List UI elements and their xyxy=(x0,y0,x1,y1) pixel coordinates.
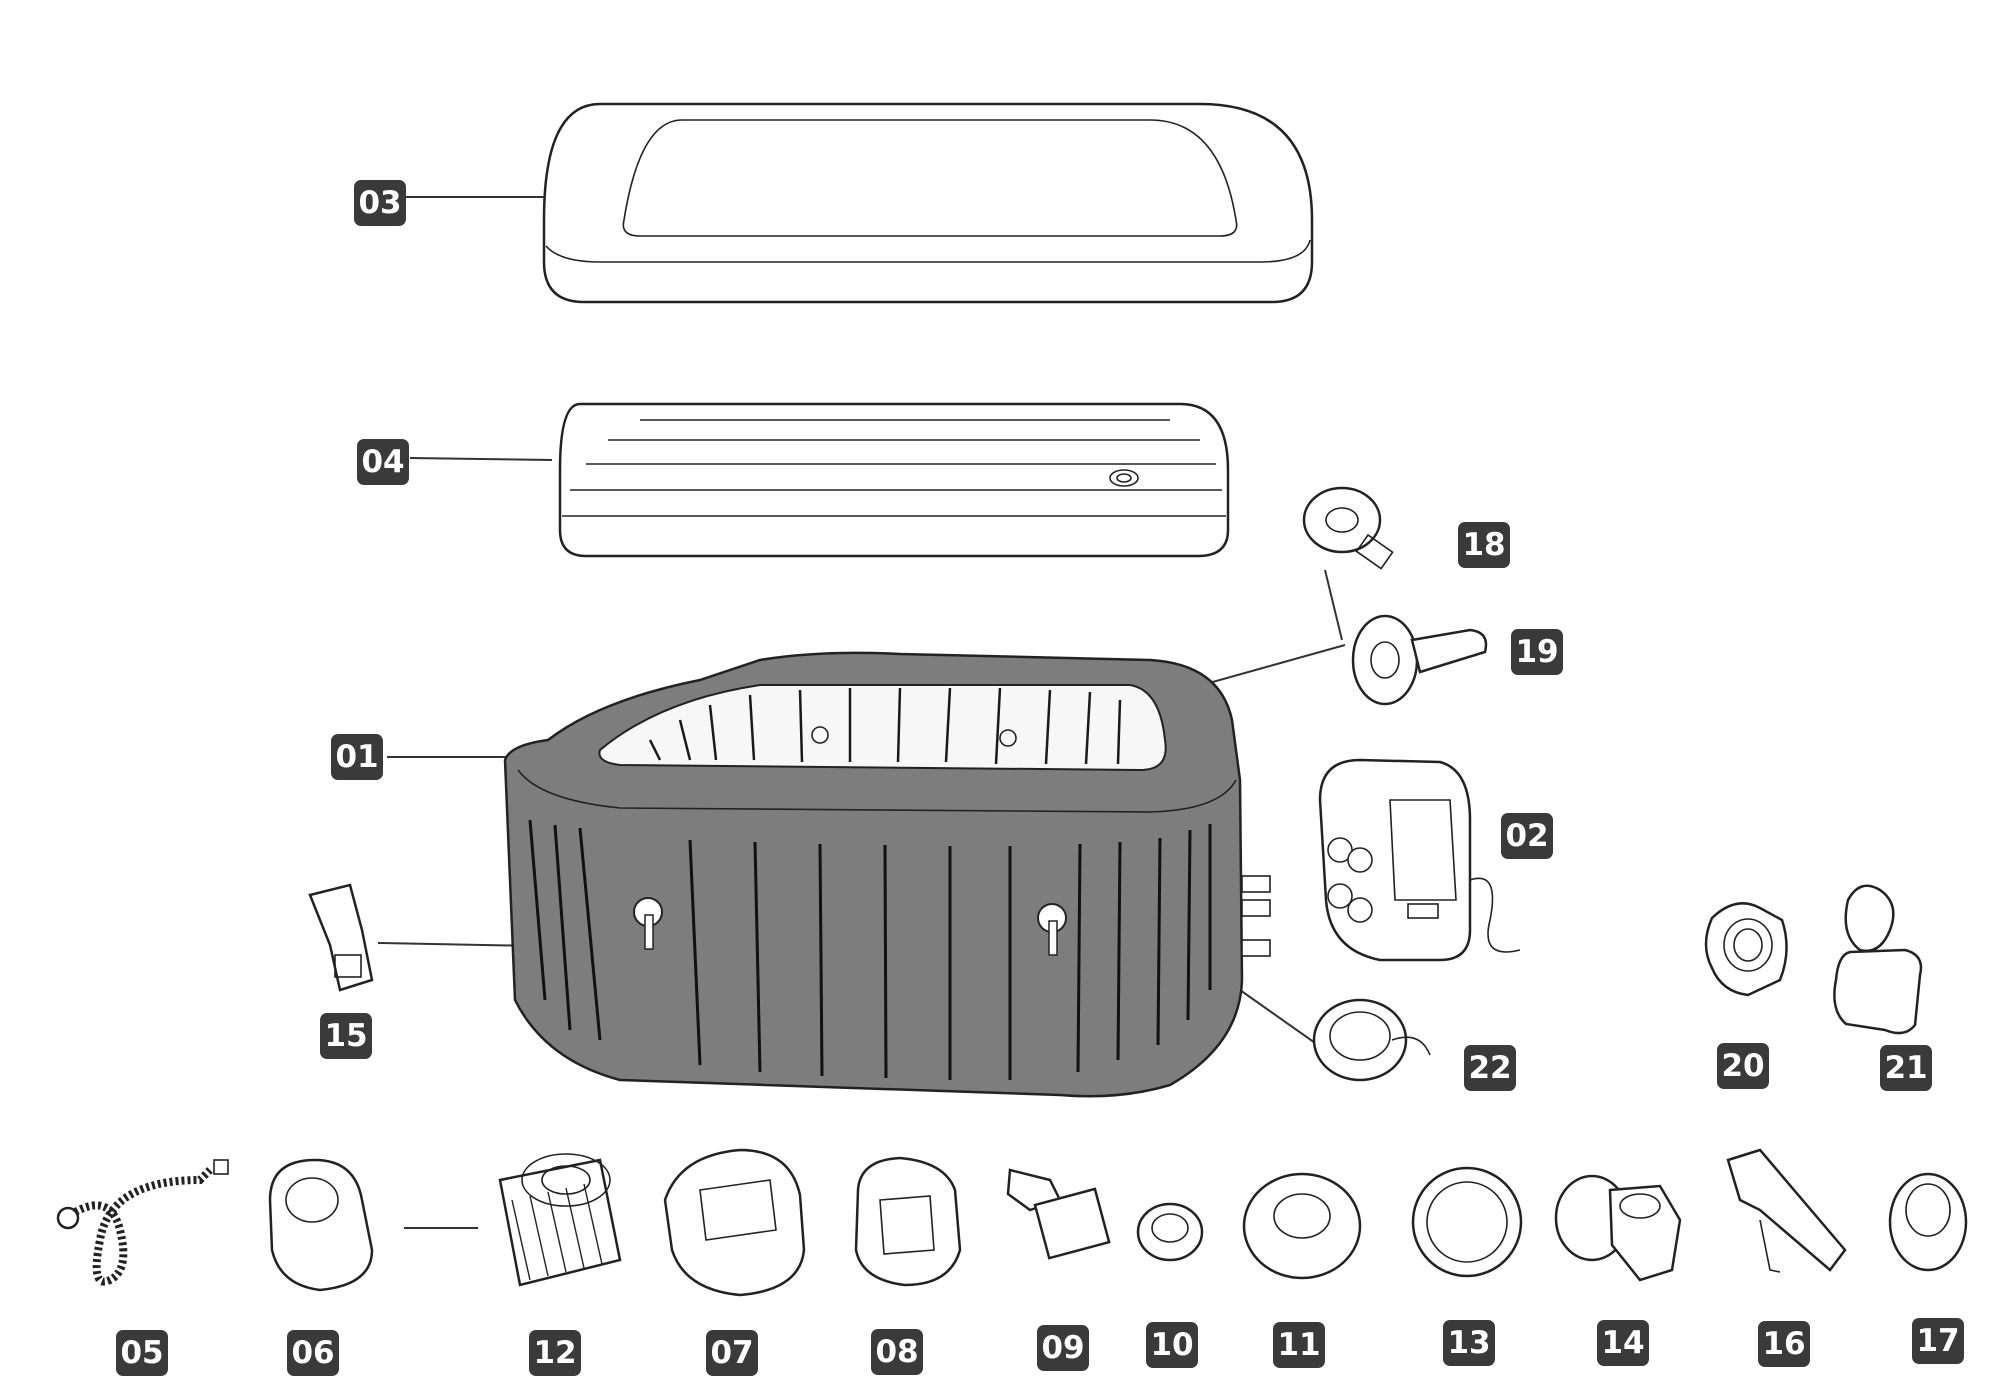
valve-elbow-14-part xyxy=(1554,1174,1682,1282)
badge-04-label: 04 xyxy=(361,444,404,480)
connector-09-part xyxy=(1006,1168,1111,1260)
badge-13: 13 xyxy=(1443,1320,1495,1366)
badge-10: 10 xyxy=(1146,1322,1198,1368)
badge-03-label: 03 xyxy=(358,185,401,221)
filter-housing-06-part xyxy=(268,1158,374,1292)
badge-17: 17 xyxy=(1912,1318,1964,1364)
spa-body-part xyxy=(503,651,1271,1098)
jet-nozzle-left xyxy=(811,726,829,744)
badge-20: 20 xyxy=(1717,1043,1769,1089)
badge-14-label: 14 xyxy=(1601,1325,1644,1361)
badge-05-label: 05 xyxy=(120,1335,163,1371)
badge-06: 06 xyxy=(287,1330,339,1376)
badge-09: 09 xyxy=(1037,1325,1089,1371)
badge-19: 19 xyxy=(1511,629,1563,675)
jet-nozzle-right xyxy=(999,729,1017,747)
badge-15: 15 xyxy=(320,1013,372,1059)
badge-08: 08 xyxy=(871,1329,923,1375)
badge-07: 07 xyxy=(706,1330,758,1376)
badge-20-label: 20 xyxy=(1721,1048,1764,1084)
cap-22-part xyxy=(1312,998,1431,1082)
hose-05-part xyxy=(56,1159,229,1286)
badge-12-label: 12 xyxy=(533,1335,576,1371)
side-connectors xyxy=(1241,875,1271,957)
badge-02-label: 02 xyxy=(1505,818,1548,854)
badge-11: 11 xyxy=(1273,1322,1325,1368)
wrench-16-part xyxy=(1726,1148,1847,1273)
filter-cover-07-part xyxy=(663,1148,806,1297)
badge-05: 05 xyxy=(116,1330,168,1376)
part-number-badges: 01 02 03 04 05 06 07 08 xyxy=(116,180,1964,1376)
badge-17-label: 17 xyxy=(1916,1323,1959,1359)
buckle-15-part xyxy=(308,883,374,992)
badge-18: 18 xyxy=(1458,522,1510,568)
badge-16: 16 xyxy=(1758,1321,1810,1367)
inner-wall-pleats xyxy=(648,687,1122,765)
fitting-20-part xyxy=(1704,902,1788,997)
badge-07-label: 07 xyxy=(710,1335,753,1371)
badge-13-label: 13 xyxy=(1447,1325,1490,1361)
jet-18-part xyxy=(1302,486,1394,570)
threaded-ring-13-part xyxy=(1411,1166,1523,1278)
filter-cartridge-12-part xyxy=(498,1153,622,1287)
badge-11-label: 11 xyxy=(1277,1327,1320,1363)
cap-08-part xyxy=(854,1156,962,1287)
badge-01: 01 xyxy=(331,734,383,780)
outer-wall-pleats xyxy=(528,819,1212,1080)
badge-18-label: 18 xyxy=(1462,527,1505,563)
badge-15-label: 15 xyxy=(324,1018,367,1054)
badge-14: 14 xyxy=(1597,1320,1649,1366)
plug-11-part xyxy=(1242,1172,1362,1280)
badge-22: 22 xyxy=(1464,1045,1516,1091)
jet-19-part xyxy=(1351,614,1488,706)
badge-03: 03 xyxy=(354,180,406,226)
badge-21-label: 21 xyxy=(1884,1050,1927,1086)
badge-01-label: 01 xyxy=(335,739,378,775)
pump-part xyxy=(1318,758,1521,962)
base-mat-part xyxy=(558,402,1230,558)
valve-right xyxy=(1037,903,1067,956)
badge-10-label: 10 xyxy=(1150,1327,1193,1363)
badge-16-label: 16 xyxy=(1762,1326,1805,1362)
badge-08-label: 08 xyxy=(875,1334,918,1370)
cover-part xyxy=(542,102,1314,304)
badge-22-label: 22 xyxy=(1468,1050,1511,1086)
valve-17-part xyxy=(1888,1172,1968,1272)
badge-21: 21 xyxy=(1880,1045,1932,1091)
badge-19-label: 19 xyxy=(1515,634,1558,670)
headrest-21-part xyxy=(1833,884,1923,1035)
badge-02: 02 xyxy=(1501,813,1553,859)
badge-06-label: 06 xyxy=(291,1335,334,1371)
badge-09-label: 09 xyxy=(1041,1330,1084,1366)
ring-10-part xyxy=(1136,1202,1204,1262)
valve-left xyxy=(633,897,663,950)
badge-12: 12 xyxy=(529,1330,581,1376)
badge-04: 04 xyxy=(357,439,409,485)
